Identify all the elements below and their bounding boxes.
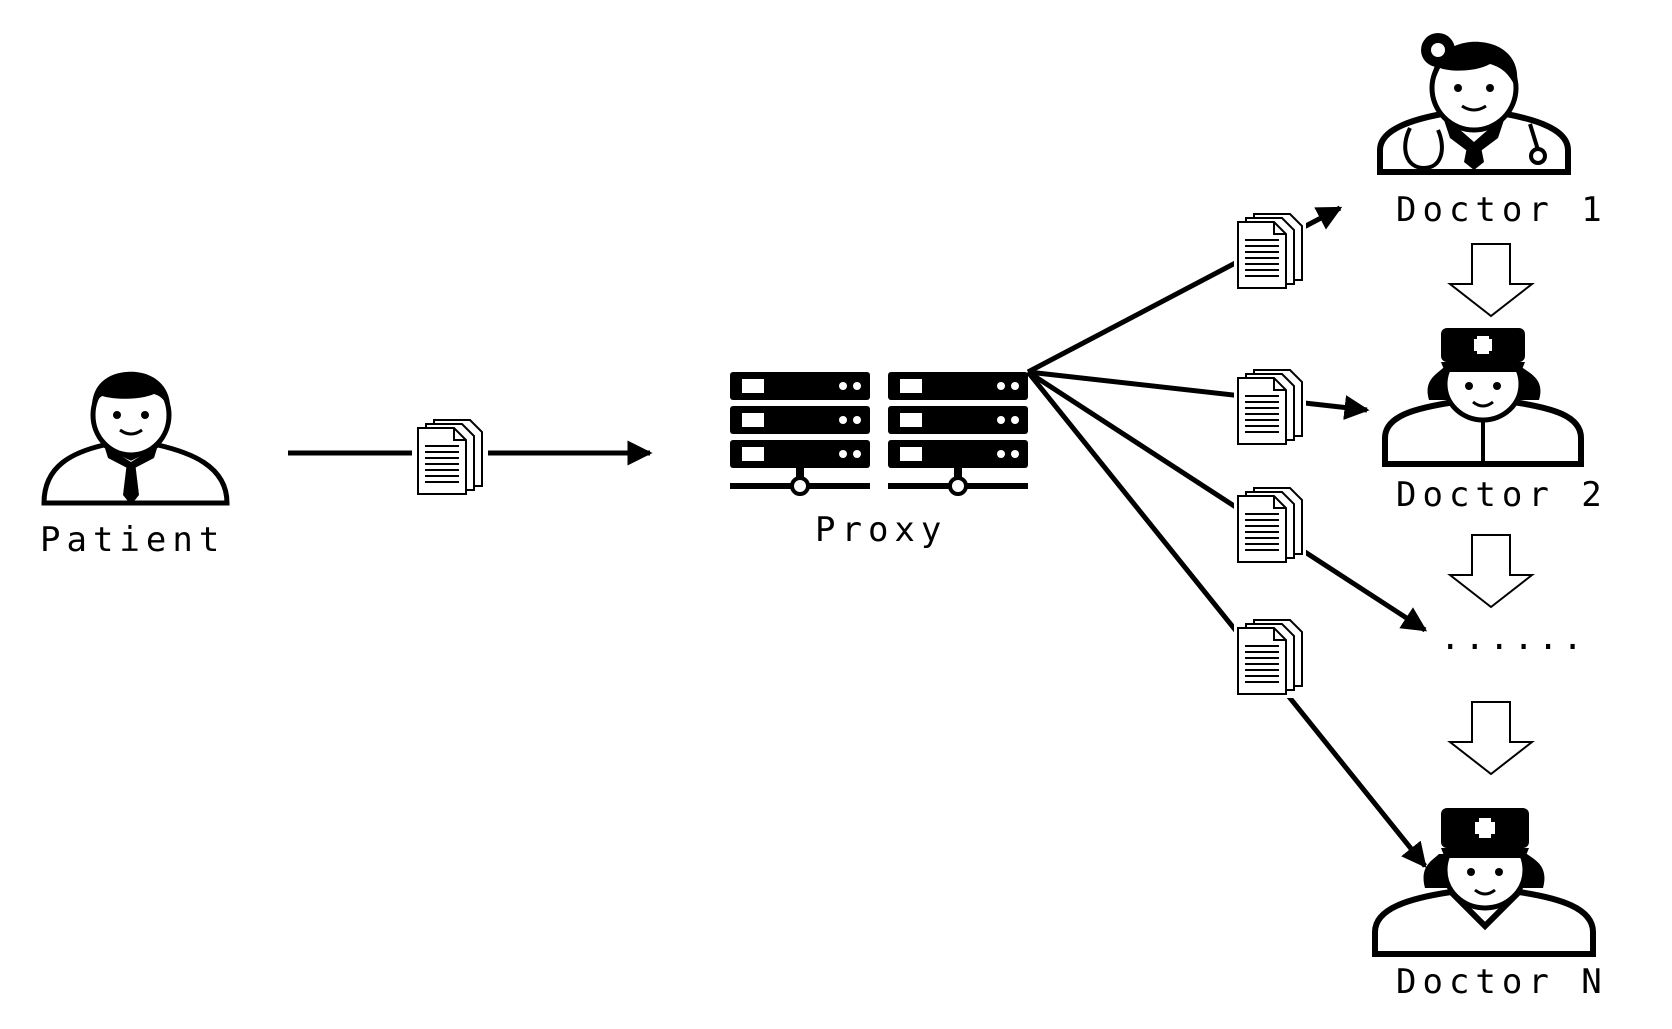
nurse-icon: [1382, 328, 1584, 467]
patient-label: Patient: [40, 520, 226, 560]
proxy-label: Proxy: [815, 510, 948, 550]
sequence-arrow: [1449, 701, 1533, 775]
server-icon: [730, 372, 1028, 494]
doctor2-label: Doctor 2: [1396, 475, 1608, 515]
proxy-to-doctorN-edge: [1026, 370, 1427, 868]
document-icon: [1234, 486, 1306, 566]
ellipsis-label: ......: [1440, 618, 1587, 658]
proxy-to-doctor2-edge: [1027, 369, 1370, 420]
doctor-icon: [1377, 33, 1571, 175]
document-icon: [412, 416, 488, 498]
sequence-arrow: [1449, 534, 1533, 608]
nurse-icon: [1372, 808, 1596, 957]
document-icon: [1234, 368, 1306, 448]
proxy-to-ellipsis-edge: [1026, 369, 1428, 633]
document-icon: [1234, 618, 1306, 698]
doctorN-label: Doctor N: [1396, 962, 1608, 1002]
doctor1-label: Doctor 1: [1396, 190, 1608, 230]
patient-icon: [41, 371, 230, 506]
sequence-arrow: [1449, 243, 1533, 317]
document-icon: [1234, 212, 1306, 292]
